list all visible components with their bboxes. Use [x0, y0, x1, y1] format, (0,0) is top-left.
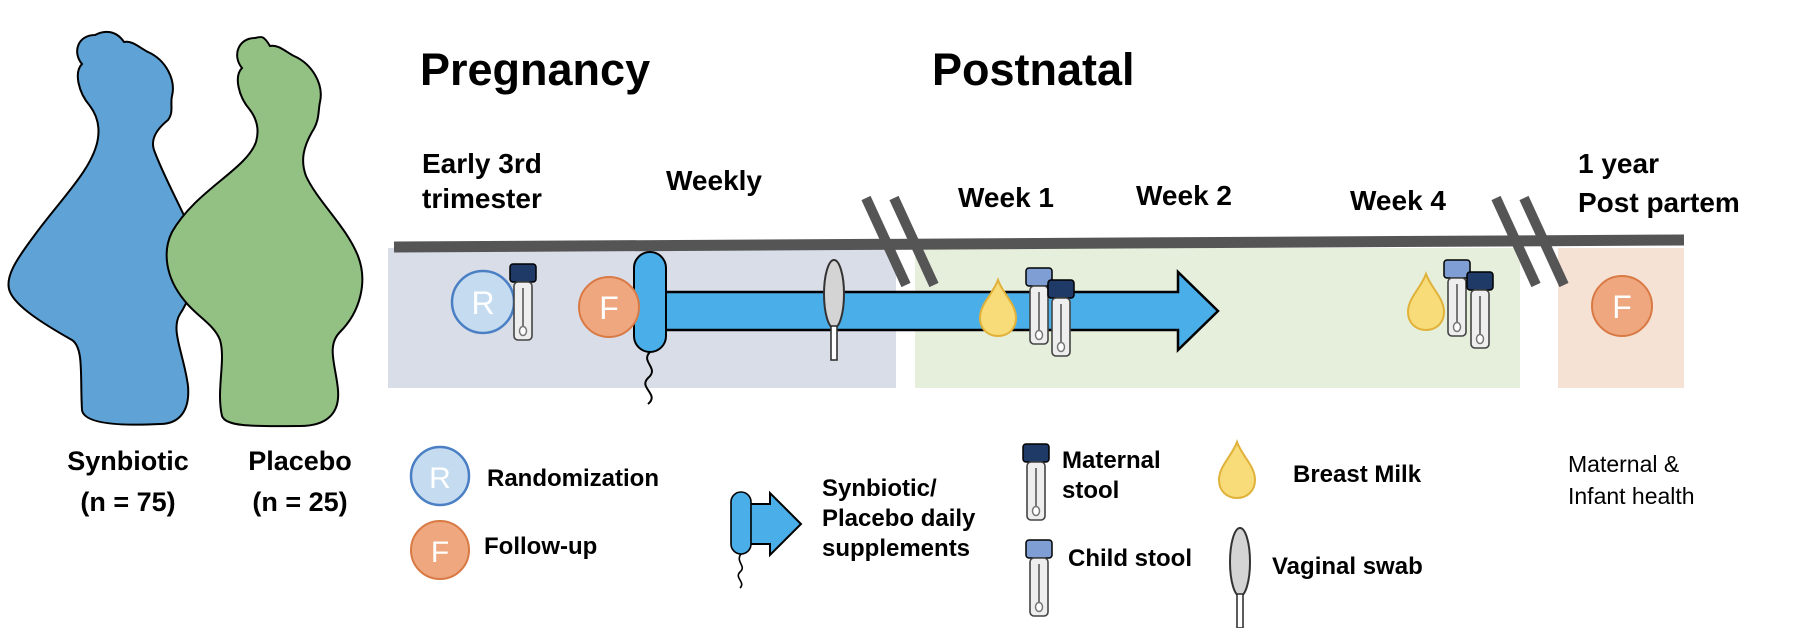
timeline-bar — [393, 234, 1685, 253]
legend-maternal-stool-line2: stool — [1062, 477, 1119, 504]
followup-letter-one-year: F — [1612, 289, 1632, 325]
placebo-label: Placebo — [248, 446, 352, 476]
timepoint-early-third-line2: trimester — [422, 183, 542, 214]
legend-breast-milk-label: Breast Milk — [1293, 461, 1422, 488]
legend-followup: F Follow-up — [410, 520, 597, 580]
legend-vaginal-swab: Vaginal swab — [1229, 527, 1423, 628]
legend-followup-label: Follow-up — [484, 533, 597, 560]
legend-child-stool: Child stool — [1025, 539, 1192, 617]
placebo-count: (n = 25) — [252, 487, 347, 517]
maternal-stool-tube-week1 — [1025, 267, 1053, 345]
legend-health-line1: Maternal & — [1568, 451, 1679, 477]
legend-randomization-label: Randomization — [487, 465, 659, 492]
legend: R Randomization F Follow-up Synbiotic/ P… — [409, 441, 1695, 628]
legend-breast-milk: Breast Milk — [1218, 441, 1422, 499]
supplement-arrow — [633, 251, 1220, 405]
legend-randomization: R Randomization — [409, 445, 659, 507]
legend-supplements-line1: Synbiotic/ — [822, 475, 937, 502]
legend-child-stool-label: Child stool — [1068, 545, 1192, 572]
placebo-woman-silhouette — [165, 36, 364, 428]
randomization-marker: R — [450, 269, 516, 335]
timepoint-week4: Week 4 — [1350, 185, 1446, 216]
maternal-stool-tube-week4 — [1443, 259, 1471, 337]
legend-randomization-letter: R — [429, 462, 451, 495]
randomization-letter: R — [471, 285, 494, 321]
timepoint-one-year-line1: 1 year — [1578, 148, 1659, 179]
timepoint-week1: Week 1 — [958, 182, 1054, 213]
timepoint-early-third-line1: Early 3rd — [422, 148, 542, 179]
legend-health: Maternal & Infant health — [1568, 451, 1695, 509]
legend-supplements-line3: supplements — [822, 535, 970, 562]
legend-supplements: Synbiotic/ Placebo daily supplements — [730, 475, 976, 589]
synbiotic-woman-silhouette — [7, 30, 196, 426]
maternal-stool-tube-pregnancy — [509, 263, 537, 341]
timeline-break-1 — [861, 195, 939, 288]
pregnancy-header: Pregnancy — [420, 44, 650, 95]
legend-supplements-line2: Placebo daily — [822, 505, 976, 532]
timepoint-week2: Week 2 — [1136, 180, 1232, 211]
child-stool-tube-week1 — [1047, 279, 1075, 357]
timeline-break-2 — [1491, 195, 1569, 288]
postnatal-header: Postnatal — [932, 44, 1135, 95]
followup-marker-one-year: F — [1591, 275, 1653, 337]
child-stool-tube-week4 — [1466, 271, 1494, 349]
timepoint-weekly: Weekly — [666, 165, 762, 196]
legend-vaginal-swab-label: Vaginal swab — [1272, 553, 1423, 580]
legend-maternal-stool: Maternal stool — [1022, 443, 1161, 521]
followup-letter-pregnancy: F — [599, 290, 619, 326]
legend-health-line2: Infant health — [1568, 483, 1695, 509]
legend-maternal-stool-line1: Maternal — [1062, 447, 1161, 474]
synbiotic-label: Synbiotic — [67, 446, 189, 476]
synbiotic-count: (n = 75) — [80, 487, 175, 517]
followup-marker-pregnancy: F — [578, 276, 640, 338]
legend-followup-letter: F — [431, 536, 449, 569]
timepoint-one-year-line2: Post partem — [1578, 187, 1740, 218]
